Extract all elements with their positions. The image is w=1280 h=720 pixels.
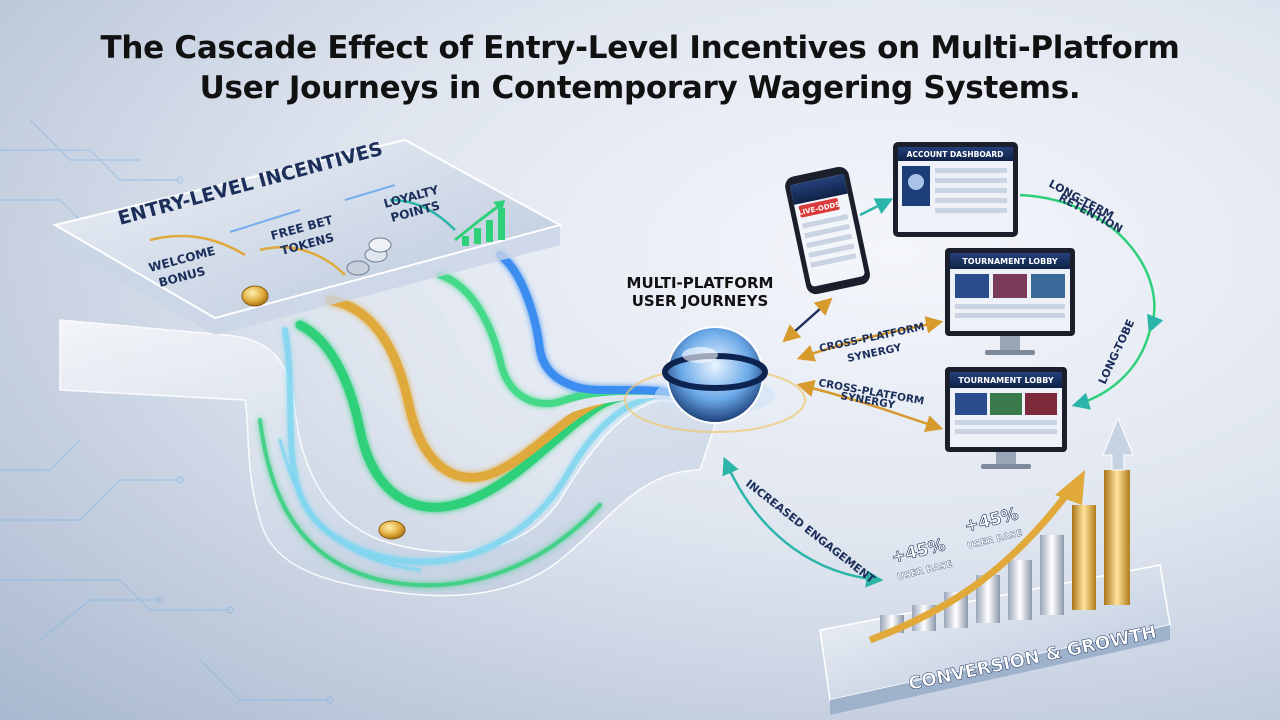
hub-label-1: MULTI-PLATFORM (627, 274, 774, 292)
arrow-phone-dashboard (860, 200, 890, 215)
dashboard-title: ACCOUNT DASHBOARD (907, 150, 1004, 159)
long-tobe-label: LONG-TOBE (1096, 317, 1137, 386)
lobby-2-title: TOURNAMENT LOBBY (958, 376, 1054, 385)
coin-icon (242, 286, 268, 306)
tournament-lobby-monitor-2: TOURNAMENT LOBBY (945, 367, 1067, 469)
arrow-phone-hub (785, 300, 830, 340)
mobile-phone: LIVE-ODDS (783, 165, 872, 296)
tournament-lobby-monitor-1: TOURNAMENT LOBBY (945, 248, 1075, 355)
account-dashboard-screen: ACCOUNT DASHBOARD (893, 142, 1018, 237)
growth-bar-5 (1008, 560, 1032, 620)
engagement-label: INCREASED ENGAGEMENT (743, 477, 878, 586)
up-arrow-icon (1103, 418, 1133, 470)
hub-label-2: USER JOURNEYS (632, 292, 769, 310)
growth-bar-8 (1104, 470, 1130, 605)
growth-platform: +45% USER BASE +45% USER BASE CONVERSION… (820, 418, 1170, 715)
lobby-1-title: TOURNAMENT LOBBY (962, 257, 1058, 266)
cascade-ramp (60, 320, 720, 596)
growth-bar-7 (1072, 505, 1096, 610)
bottom-coin-icon (379, 521, 405, 539)
growth-bar-6 (1040, 535, 1064, 615)
